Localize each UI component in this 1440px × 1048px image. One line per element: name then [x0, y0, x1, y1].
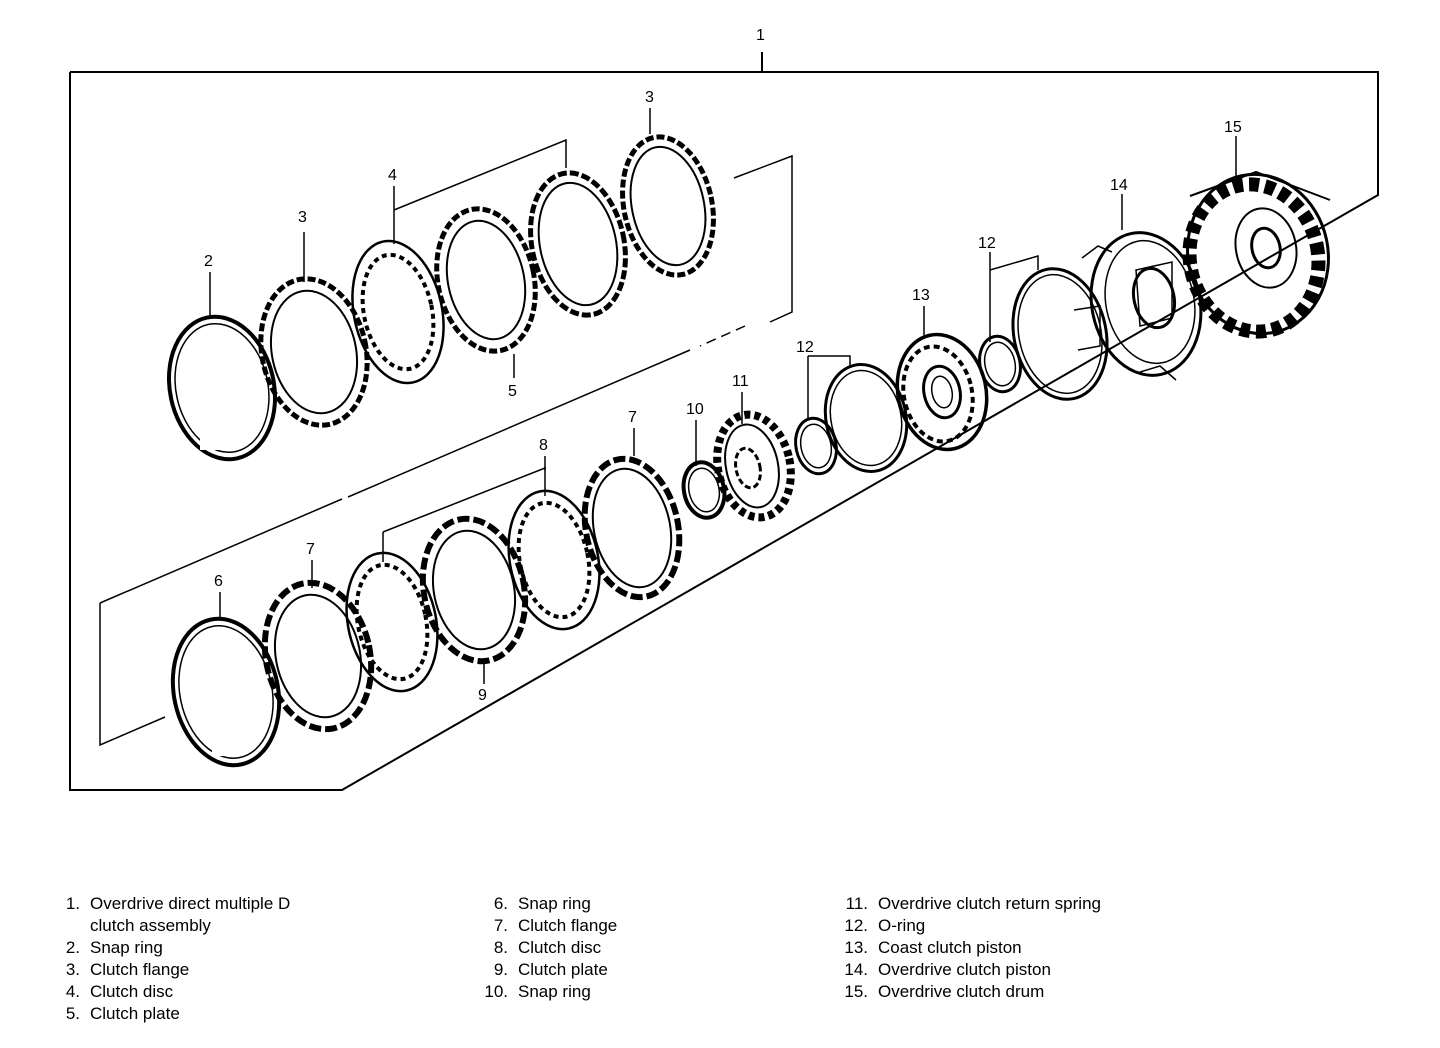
- o-ring-12c: [978, 334, 1022, 394]
- overdrive-clutch-drum-15: [1182, 170, 1331, 339]
- legend-number: 6.: [493, 894, 508, 913]
- callout-12a: 12: [796, 339, 814, 356]
- legend-text: Coast clutch piston: [878, 938, 1022, 957]
- legend-item: 7. Clutch flange: [470, 915, 617, 937]
- legend-item: 15. Overdrive clutch drum: [834, 981, 1101, 1003]
- legend-text: Clutch disc: [90, 982, 174, 1001]
- callout-2: 2: [204, 253, 213, 270]
- legend-item: 9. Clutch plate: [470, 959, 617, 981]
- legend-item: 10. Snap ring: [470, 981, 617, 1003]
- clutch-plate-5: [434, 206, 538, 354]
- legend-column-2: 6. Snap ring 7. Clutch flange 8. Clutch dis…: [470, 893, 617, 1003]
- callout-4: 4: [388, 167, 397, 184]
- legend-column-1: 1. Overdrive direct multiple D clutch ass…: [56, 893, 290, 1025]
- legend-number: 15.: [844, 982, 868, 1001]
- upper-group-bracket: [99, 154, 793, 747]
- legend-item: 1. Overdrive direct multiple D: [56, 893, 290, 915]
- legend-number: 13.: [844, 938, 868, 957]
- legend-text: Snap ring: [518, 894, 591, 913]
- legend-number: 4.: [65, 982, 80, 1001]
- legend-text: Snap ring: [90, 938, 163, 957]
- o-ring-12d: [1011, 267, 1109, 401]
- legend-text: Overdrive direct multiple D: [90, 894, 291, 913]
- legend-text: Clutch plate: [518, 960, 608, 979]
- legend-number: 5.: [65, 1004, 80, 1023]
- callout-3b: 3: [645, 89, 654, 106]
- callout-14: 14: [1110, 177, 1128, 194]
- legend-number: 12.: [844, 916, 868, 935]
- legend-text: Snap ring: [518, 982, 591, 1001]
- legend-item: 11. Overdrive clutch return spring: [834, 893, 1101, 915]
- legend-item: 14. Overdrive clutch piston: [834, 959, 1101, 981]
- clutch-flange-7a: [261, 579, 375, 733]
- legend-number: 14.: [844, 960, 868, 979]
- legend-item: 3. Clutch flange: [56, 959, 290, 981]
- legend-text: Clutch flange: [518, 916, 618, 935]
- clutch-disc-8a: [345, 551, 439, 693]
- legend-text: O-ring: [878, 916, 926, 935]
- callout-13: 13: [912, 287, 930, 304]
- legend-item: 2. Snap ring: [56, 937, 290, 959]
- legend-item: clutch assembly: [56, 915, 290, 937]
- callout-10: 10: [686, 401, 704, 418]
- legend-text: Clutch plate: [90, 1004, 180, 1023]
- clutch-flange-3b: [620, 134, 716, 278]
- legend-item: 5. Clutch plate: [56, 1003, 290, 1025]
- callout-7a: 7: [306, 541, 315, 558]
- legend-item: 4. Clutch disc: [56, 981, 290, 1003]
- callout-12b: 12: [978, 235, 996, 252]
- legend-number: 7.: [493, 916, 508, 935]
- legend-text: clutch assembly: [90, 916, 211, 935]
- callout-15: 15: [1224, 119, 1242, 136]
- callout-5: 5: [508, 383, 517, 400]
- legend-number: 2.: [65, 938, 80, 957]
- callout-6: 6: [214, 573, 223, 590]
- snap-ring-6: [170, 616, 282, 768]
- legend-number: 11.: [845, 894, 868, 913]
- snap-ring-2: [166, 314, 278, 462]
- callout-8: 8: [539, 437, 548, 454]
- legend-number: 3.: [65, 960, 80, 979]
- assembly-outline: [69, 52, 1379, 791]
- callout-3a: 3: [298, 209, 307, 226]
- return-spring-11: [713, 410, 795, 522]
- legend-item: 8. Clutch disc: [470, 937, 617, 959]
- o-ring-12a: [794, 416, 838, 476]
- exploded-parts-diagram: 1 2 3 4 3 5 6 7 8 7 9 10 11 12 13 12 14 …: [69, 27, 1379, 791]
- callout-11: 11: [732, 373, 749, 390]
- legend-item: 6. Snap ring: [470, 893, 617, 915]
- legend-number: 10.: [484, 982, 508, 1001]
- clutch-flange-3a: [258, 276, 370, 428]
- callout-7b: 7: [628, 409, 637, 426]
- clutch-disc-8b: [507, 489, 601, 631]
- coast-clutch-piston-13: [895, 332, 989, 452]
- legend-number: 9.: [493, 960, 508, 979]
- legend-text: Clutch disc: [518, 938, 602, 957]
- clutch-disc-4b: [528, 170, 628, 318]
- legend-column-3: 11. Overdrive clutch return spring 12. O-r…: [834, 893, 1101, 1003]
- clutch-flange-7b: [581, 455, 683, 601]
- legend-text: Overdrive clutch piston: [878, 960, 1051, 979]
- o-ring-12b: [823, 363, 909, 473]
- legend-number: 1.: [65, 894, 80, 913]
- callout-9: 9: [478, 687, 487, 704]
- callout-1: 1: [756, 27, 765, 44]
- legend-text: Overdrive clutch drum: [878, 982, 1045, 1001]
- legend-text: Overdrive clutch return spring: [878, 894, 1101, 913]
- callout-labels: 1 2 3 4 3 5 6 7 8 7 9 10 11 12 13 12 14 …: [204, 27, 1242, 704]
- legend-item: 13. Coast clutch piston: [834, 937, 1101, 959]
- legend-text: Clutch flange: [90, 960, 190, 979]
- legend-item: 12. O-ring: [834, 915, 1101, 937]
- legend-number: [56, 915, 90, 937]
- legend-number: 8.: [493, 938, 508, 957]
